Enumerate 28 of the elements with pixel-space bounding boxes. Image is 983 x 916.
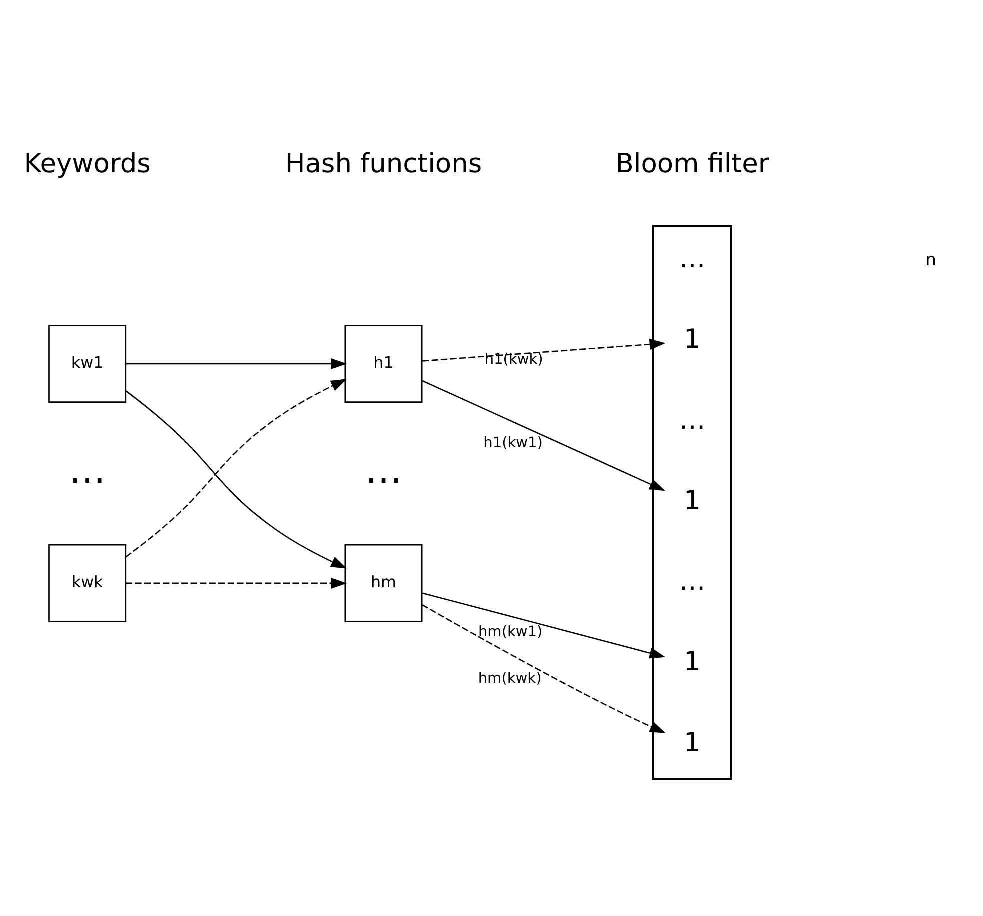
- label: …: [365, 448, 402, 492]
- arrow: [422, 592, 666, 658]
- label: Bloom filter: [616, 148, 770, 179]
- label: …: [69, 448, 106, 492]
- node-text: …: [679, 566, 706, 597]
- node-box: kwk: [48, 544, 127, 622]
- arrow: [422, 338, 666, 362]
- node-text: …: [679, 242, 706, 274]
- label: n: [926, 250, 937, 270]
- arrow: [126, 577, 348, 588]
- edge-label: hm(kwk): [478, 670, 542, 687]
- arrow: [422, 604, 666, 734]
- cluster: [652, 224, 732, 780]
- arrow: [422, 380, 666, 491]
- label: Keywords: [24, 148, 151, 179]
- edge-label: hm(kw1): [478, 624, 543, 640]
- node-box: h1: [344, 324, 423, 402]
- edge-label: h1(kw1): [484, 434, 543, 451]
- node-text: 1: [684, 646, 701, 678]
- node-text: 1: [684, 324, 701, 355]
- edge-label: h1(kwk): [484, 351, 544, 368]
- node-text: …: [679, 404, 706, 436]
- arrow: [126, 358, 348, 370]
- node-text: 1: [684, 726, 701, 758]
- label: Hash functions: [285, 148, 482, 179]
- node-box: kw1: [48, 324, 127, 402]
- node-box: hm: [344, 544, 423, 622]
- node-text: 1: [684, 484, 701, 516]
